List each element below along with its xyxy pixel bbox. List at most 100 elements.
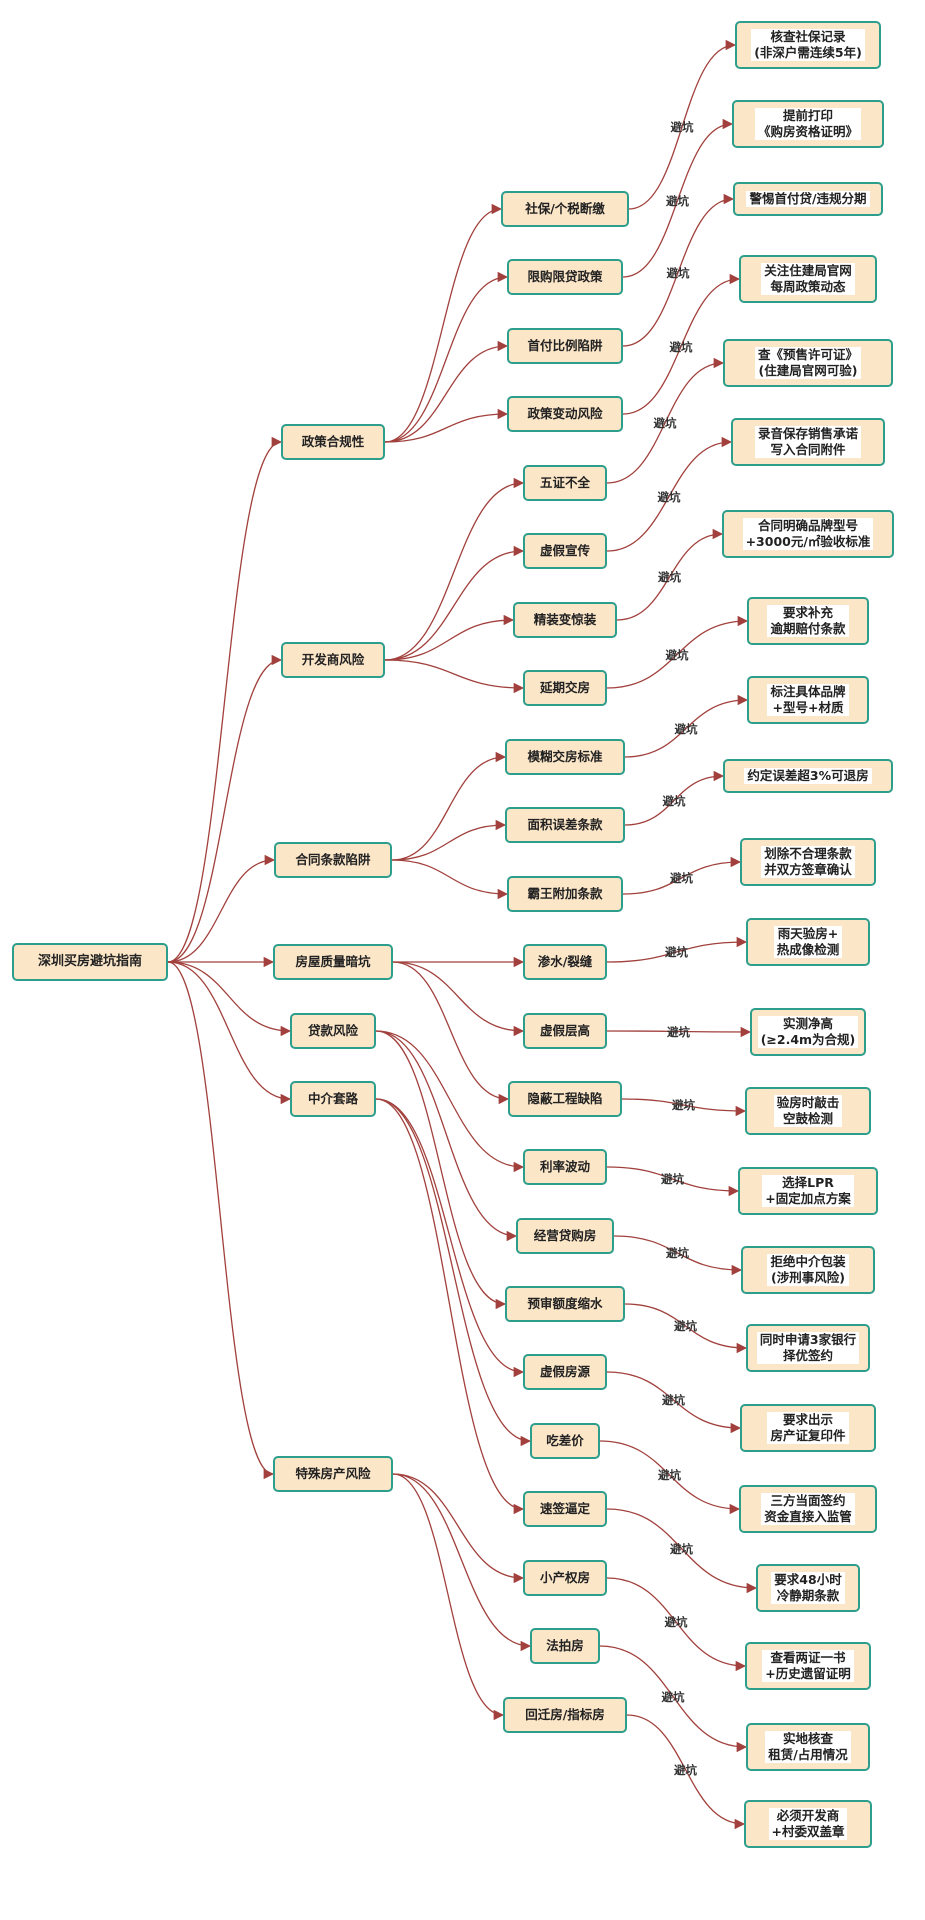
risk-node[interactable]: 五证不全	[523, 465, 607, 501]
tip-node[interactable]: 查《预售许可证》 (住建局官网可验)	[723, 339, 893, 387]
edge-label-avoid: 避坑	[665, 945, 688, 959]
tip-node-label: 同时申请3家银行 择优签约	[756, 1332, 860, 1364]
edge-label-avoid: 避坑	[670, 1541, 693, 1556]
risk-node-label: 精装变惊装	[533, 612, 597, 627]
edge-label-avoid: 避坑	[658, 570, 681, 584]
risk-node[interactable]: 模糊交房标准	[505, 739, 625, 775]
risk-node[interactable]: 霸王附加条款	[507, 876, 623, 912]
tip-node[interactable]: 验房时敲击 空鼓检测	[745, 1087, 871, 1135]
edge-category-to-risk	[391, 859, 509, 900]
tip-node-label: 查《预售许可证》 (住建局官网可验)	[754, 347, 861, 379]
tip-node[interactable]: 雨天验房+ 热成像检测	[746, 918, 870, 966]
tip-node-label: 警惕首付贷/违规分期	[746, 191, 870, 207]
tip-node[interactable]: 标注具体品牌 +型号+材质	[747, 676, 869, 724]
tip-node[interactable]: 约定误差超3%可退房	[723, 759, 893, 793]
edge-risk-to-tip	[622, 193, 735, 347]
tip-node-label: 验房时敲击 空鼓检测	[773, 1095, 843, 1127]
risk-node[interactable]: 虚假宣传	[523, 533, 607, 569]
tip-node[interactable]: 提前打印 《购房资格证明》	[732, 100, 884, 148]
category-node[interactable]: 中介套路	[290, 1081, 376, 1117]
tip-node[interactable]: 要求补充 逾期赔付条款	[747, 597, 869, 645]
risk-node[interactable]: 利率波动	[523, 1149, 607, 1185]
tip-node[interactable]: 实地核查 租赁/占用情况	[746, 1723, 870, 1771]
risk-node[interactable]: 虚假房源	[523, 1354, 607, 1390]
edge-risk-to-tip	[621, 1098, 747, 1117]
edge-label-avoid: 避坑	[665, 647, 689, 662]
category-node[interactable]: 贷款风险	[290, 1013, 376, 1049]
edge-root-to-category	[167, 961, 292, 1037]
tip-node-label: 标注具体品牌 +型号+材质	[767, 684, 849, 716]
risk-node[interactable]: 面积误差条款	[505, 807, 625, 843]
tip-node-label: 三方当面签约 资金直接入监管	[761, 1493, 855, 1525]
risk-node[interactable]: 经营贷购房	[516, 1218, 614, 1254]
risk-node-label: 社保/个税断缴	[525, 201, 605, 216]
edge-category-to-risk	[375, 1030, 525, 1173]
category-node[interactable]: 合同条款陷阱	[274, 842, 392, 878]
risk-node[interactable]: 首付比例陷阱	[507, 328, 623, 364]
risk-node-label: 隐蔽工程缺陷	[527, 1091, 603, 1106]
risk-node-label: 预审额度缩水	[527, 1296, 603, 1311]
risk-node[interactable]: 精装变惊装	[513, 602, 617, 638]
edge-label-avoid: 避坑	[666, 265, 690, 280]
edge-category-to-risk	[391, 819, 507, 861]
category-node[interactable]: 房屋质量暗坑	[273, 944, 393, 980]
risk-node-label: 吃差价	[546, 1433, 584, 1448]
category-node-label: 合同条款陷阱	[295, 852, 371, 867]
tip-node-label: 核查社保记录 (非深户需连续5年)	[751, 29, 865, 61]
risk-node[interactable]: 社保/个税断缴	[501, 191, 629, 227]
tip-node[interactable]: 实测净高 (≥2.4m为合规)	[750, 1008, 866, 1056]
category-node-label: 政策合规性	[301, 434, 365, 449]
risk-node[interactable]: 回迁房/指标房	[503, 1697, 627, 1733]
tip-node[interactable]: 要求出示 房产证复印件	[740, 1404, 876, 1452]
tip-node[interactable]: 选择LPR +固定加点方案	[738, 1167, 878, 1215]
risk-node[interactable]: 限购限贷政策	[507, 259, 623, 295]
edge-category-to-risk	[375, 1098, 525, 1378]
risk-node[interactable]: 政策变动风险	[507, 396, 623, 432]
tip-node[interactable]: 划除不合理条款 并双方签章确认	[740, 838, 876, 886]
edge-risk-to-tip	[622, 273, 741, 415]
tip-node[interactable]: 合同明确品牌型号 +3000元/㎡验收标准	[722, 510, 894, 558]
edge-category-to-risk	[384, 408, 509, 443]
tip-node[interactable]: 要求48小时 冷静期条款	[756, 1564, 860, 1612]
edge-risk-to-tip	[599, 1645, 748, 1753]
tip-node[interactable]: 查看两证一书 +历史遗留证明	[745, 1642, 871, 1690]
risk-node[interactable]: 速签逼定	[523, 1491, 607, 1527]
edge-category-to-risk	[384, 545, 525, 661]
tip-node[interactable]: 三方当面签约 资金直接入监管	[739, 1485, 877, 1533]
category-node-label: 中介套路	[307, 1091, 358, 1106]
edge-label-avoid: 避坑	[674, 1319, 697, 1333]
risk-node[interactable]: 隐蔽工程缺陷	[508, 1081, 622, 1117]
tip-node-label: 拒绝中介包装 (涉刑事风险)	[767, 1254, 849, 1286]
edge-label-avoid: 避坑	[667, 1024, 690, 1039]
tip-node[interactable]: 必须开发商 +村委双盖章	[744, 1800, 872, 1848]
tip-node[interactable]: 录音保存销售承诺 写入合同附件	[731, 418, 885, 466]
tip-node[interactable]: 拒绝中介包装 (涉刑事风险)	[741, 1246, 875, 1294]
edge-label-avoid: 避坑	[672, 1098, 695, 1112]
risk-node[interactable]: 吃差价	[530, 1423, 600, 1459]
risk-node[interactable]: 延期交房	[523, 670, 607, 706]
tip-node[interactable]: 同时申请3家银行 择优签约	[746, 1324, 870, 1372]
root-node[interactable]: 深圳买房避坑指南	[12, 943, 168, 981]
risk-node-label: 利率波动	[539, 1159, 590, 1174]
tip-node-label: 选择LPR +固定加点方案	[762, 1175, 854, 1207]
edge-category-to-risk	[392, 1473, 525, 1584]
risk-node[interactable]: 渗水/裂缝	[523, 944, 607, 980]
risk-node[interactable]: 小产权房	[523, 1560, 607, 1596]
category-node[interactable]: 政策合规性	[281, 424, 385, 460]
risk-node-label: 速签逼定	[539, 1501, 590, 1516]
risk-node-label: 延期交房	[539, 680, 590, 695]
edge-label-avoid: 避坑	[653, 416, 677, 430]
category-node[interactable]: 特殊房产风险	[273, 1456, 393, 1492]
risk-node[interactable]: 预审额度缩水	[505, 1286, 625, 1322]
category-node[interactable]: 开发商风险	[281, 642, 385, 678]
edge-root-to-category	[167, 654, 283, 963]
edge-label-avoid: 避坑	[674, 1762, 697, 1777]
risk-node[interactable]: 法拍房	[530, 1628, 600, 1664]
edge-risk-to-tip	[606, 357, 725, 484]
risk-node[interactable]: 虚假层高	[523, 1013, 607, 1049]
tip-node[interactable]: 警惕首付贷/违规分期	[733, 182, 883, 216]
edge-label-avoid: 避坑	[666, 1246, 689, 1260]
tip-node[interactable]: 核查社保记录 (非深户需连续5年)	[735, 21, 881, 69]
tip-node[interactable]: 关注住建局官网 每周政策动态	[739, 255, 877, 303]
